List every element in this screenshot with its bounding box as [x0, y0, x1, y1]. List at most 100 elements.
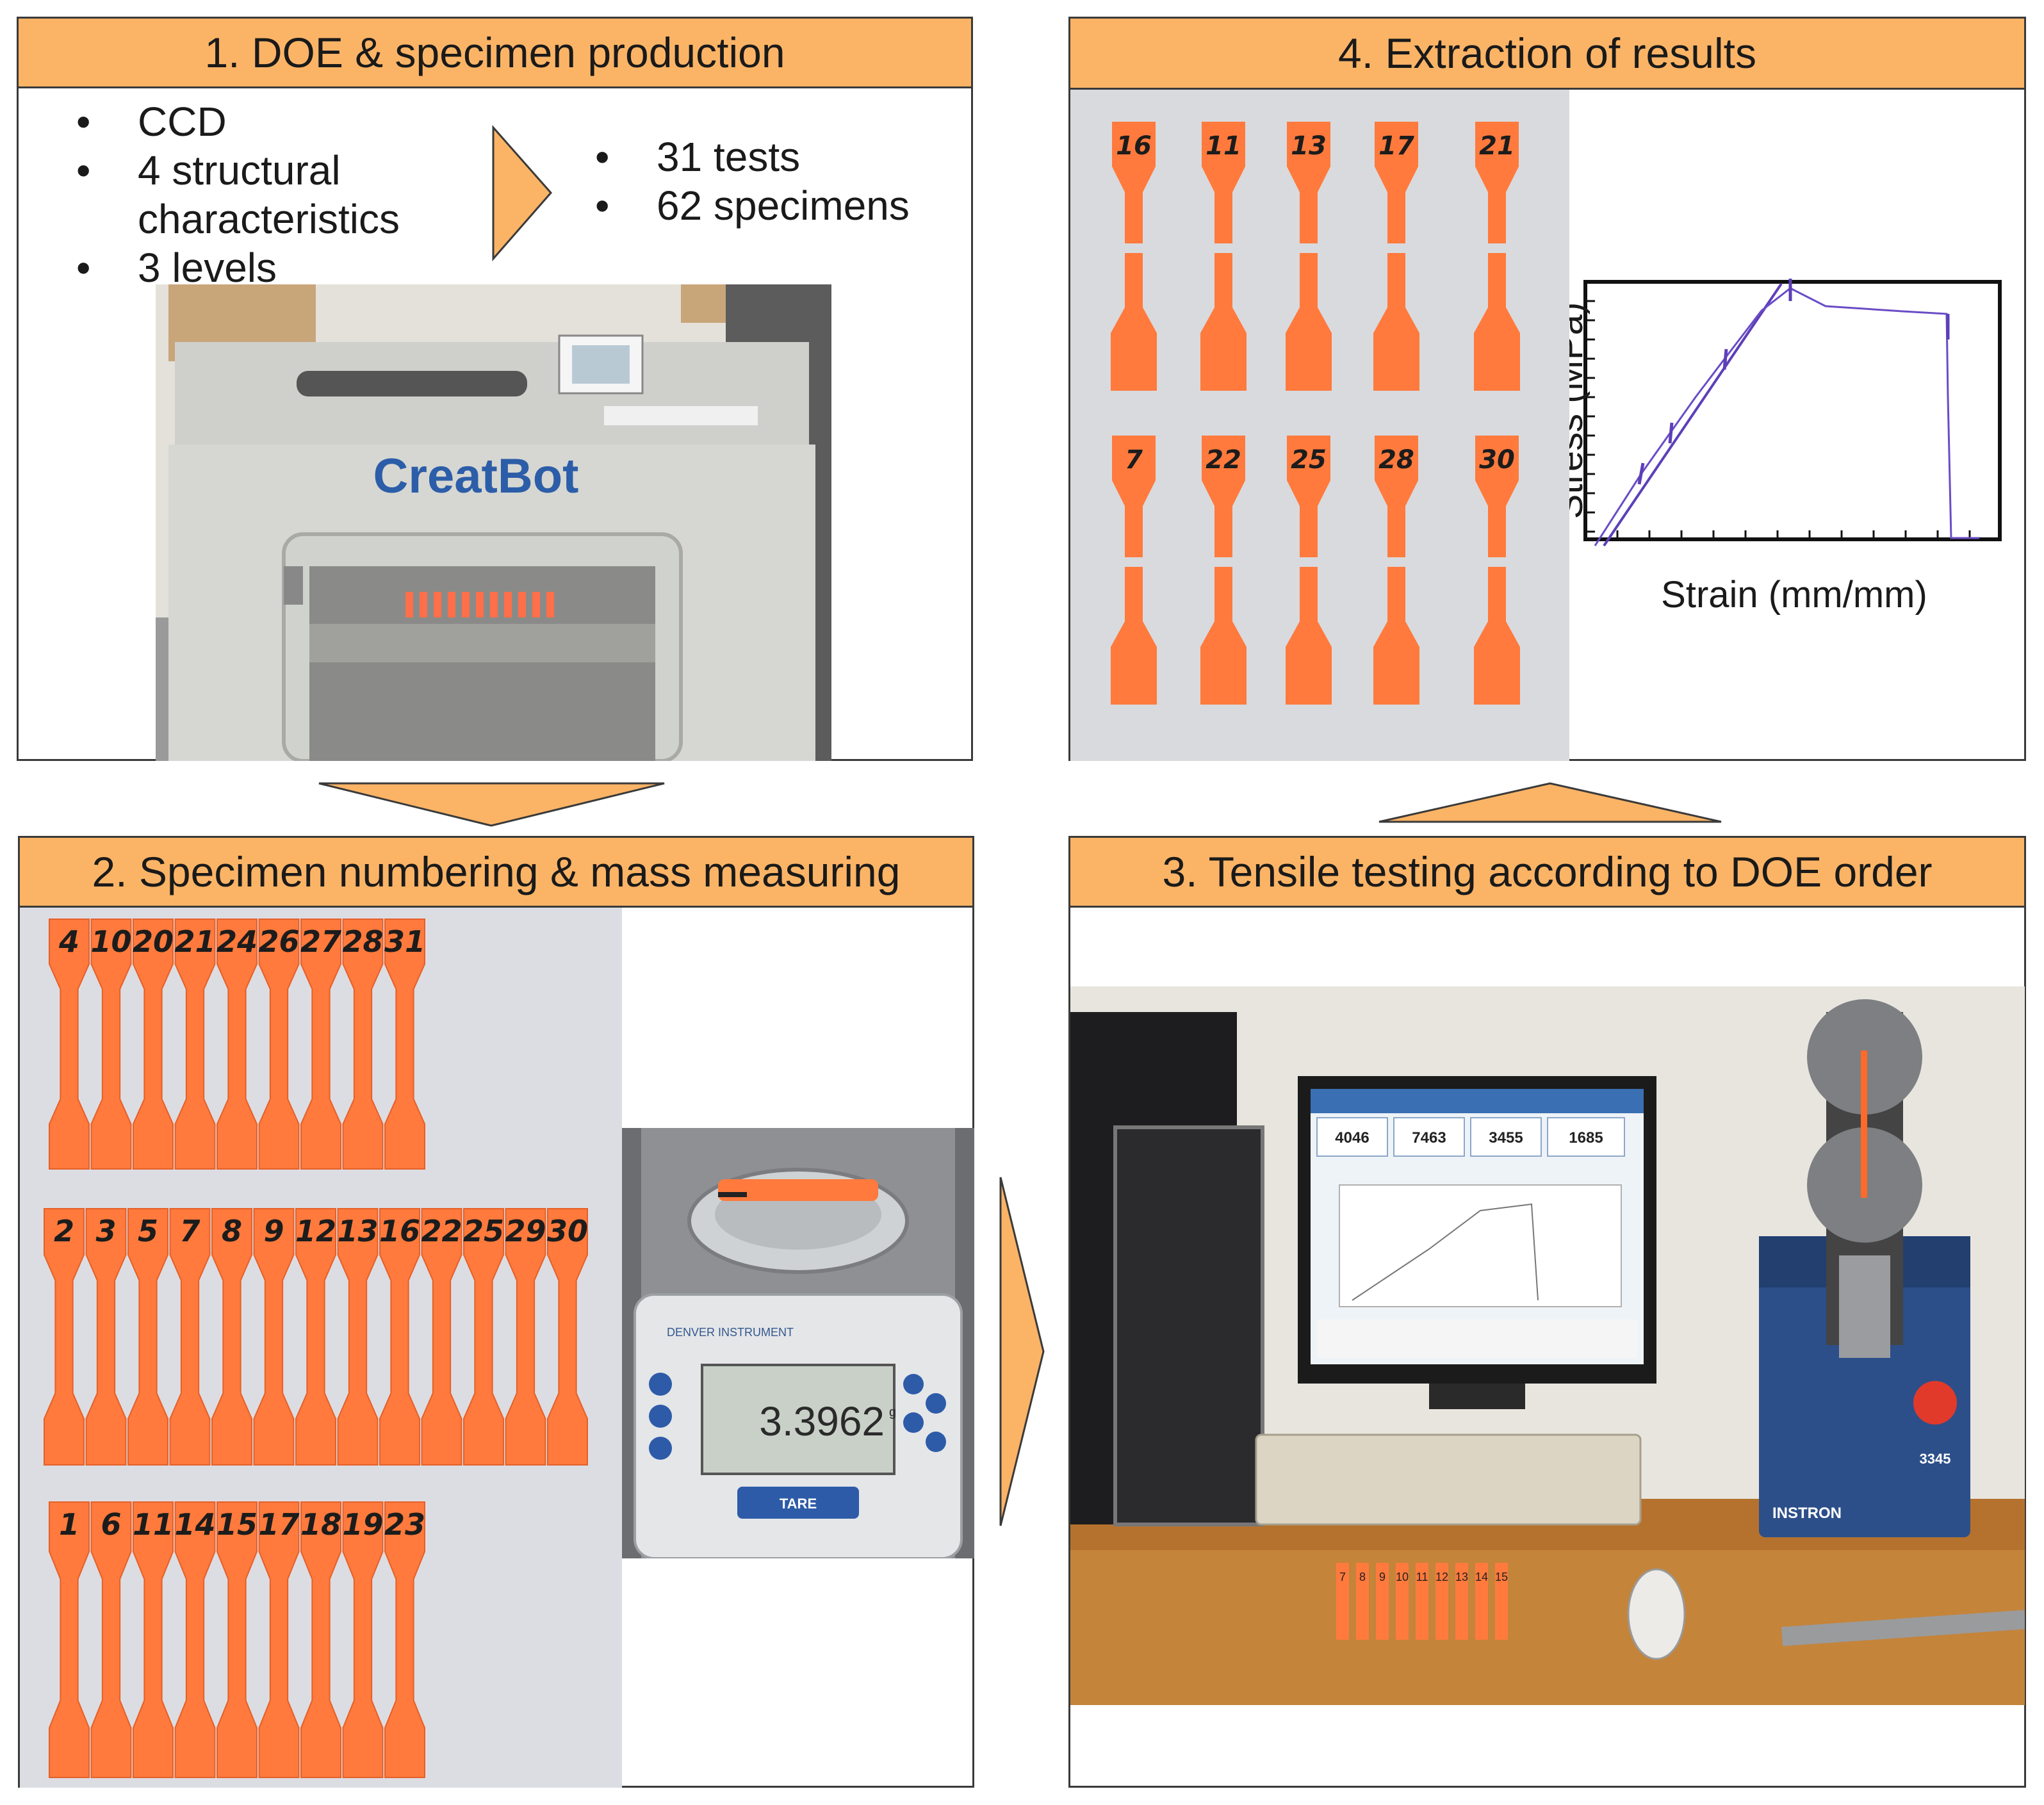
doe-bullet-list: •CCD •4 structural characteristics •3 le… — [76, 97, 473, 292]
specimen-number-label: 28 — [342, 924, 384, 959]
panel-2-title: 2. Specimen numbering & mass measuring — [20, 838, 972, 908]
specimen — [547, 1208, 588, 1466]
specimen — [337, 1208, 379, 1466]
specimen-number-label: 21 — [174, 924, 216, 959]
tester-readout: 3455 — [1489, 1129, 1523, 1147]
balance-photo: DENVER INSTRUMENT 3.3962 g TARE — [622, 1128, 974, 1558]
specimen — [505, 1208, 546, 1466]
balance-unit: g — [889, 1405, 896, 1419]
specimen-number-label: 17 — [1378, 131, 1414, 161]
specimen — [300, 919, 341, 1170]
specimen-number-label: 8 — [221, 1214, 243, 1248]
specimen — [217, 919, 258, 1170]
tare-button: TARE — [780, 1496, 817, 1512]
specimen-number-label: 18 — [300, 1507, 342, 1542]
specimen-number-label: 13 — [1291, 131, 1327, 161]
broken-specimen-upper — [1287, 436, 1330, 557]
desk-specimen — [1336, 1563, 1349, 1640]
specimen-number-label: 29 — [505, 1214, 546, 1248]
desk-specimen — [1376, 1563, 1389, 1640]
desk-specimen — [1435, 1563, 1448, 1640]
specimen — [49, 1501, 90, 1778]
broken-specimen-upper — [1112, 122, 1156, 243]
specimen — [384, 1501, 425, 1778]
down-arrow — [318, 782, 665, 827]
broken-specimen-lower — [1200, 567, 1247, 705]
specimen — [258, 919, 300, 1170]
panel-doe: 1. DOE & specimen production •CCD •4 str… — [17, 17, 973, 761]
curve-2 — [1594, 287, 1979, 546]
specimen-number-label: 30 — [1479, 445, 1515, 475]
broken-specimen-lower — [1474, 253, 1520, 391]
specimen — [300, 1501, 341, 1778]
panel-4-title: 4. Extraction of results — [1070, 19, 2024, 90]
broken-specimen-upper — [1475, 436, 1519, 557]
chart-xlabel: Strain (mm/mm) — [1661, 574, 1927, 616]
right-arrow — [999, 1177, 1045, 1526]
desk-specimen-number: 9 — [1379, 1571, 1386, 1583]
broken-specimen-upper — [1112, 436, 1156, 557]
curve-1 — [1603, 282, 1783, 547]
specimen — [342, 919, 384, 1170]
specimen — [463, 1208, 504, 1466]
plot-frame — [1583, 280, 2002, 541]
specimen-number-label: 25 — [462, 1214, 505, 1248]
specimen-number-label: 30 — [546, 1214, 589, 1248]
specimen — [379, 1208, 420, 1466]
specimen — [253, 1208, 295, 1466]
specimen-number-label: 23 — [384, 1507, 426, 1542]
broken-specimen-upper — [1375, 122, 1418, 243]
broken-specimen-upper — [1375, 436, 1418, 557]
specimen-number-label: 21 — [1479, 131, 1515, 161]
broken-specimen-lower — [1474, 567, 1520, 705]
printer-brand-logo: CreatBot — [373, 449, 579, 503]
specimen-number-label: 1 — [58, 1507, 80, 1542]
specimen-number-label: 5 — [137, 1214, 159, 1248]
specimen — [342, 1501, 384, 1778]
specimen — [90, 1501, 132, 1778]
specimen-number-label: 11 — [132, 1507, 174, 1542]
broken-specimen-lower — [1286, 567, 1332, 705]
specimen — [174, 919, 216, 1170]
desk-specimen-number: 14 — [1475, 1571, 1488, 1583]
broken-specimen-lower — [1286, 253, 1332, 391]
tensile-setup-photo: 4046 7463 3455 1685 3345 INSTRON — [1070, 986, 2025, 1705]
tester-model: 3345 — [1920, 1451, 1951, 1467]
bullet-item: •3 levels — [76, 245, 277, 291]
broken-specimen-upper — [1287, 122, 1330, 243]
balance-reading: 3.3962 — [759, 1398, 885, 1444]
printer-photo: CreatBot — [156, 284, 831, 761]
broken-specimen-lower — [1111, 253, 1157, 391]
specimen-number-label: 4 — [58, 924, 80, 959]
specimen-number-label: 13 — [337, 1214, 379, 1248]
desk-specimen-number: 8 — [1359, 1571, 1366, 1583]
specimen-number-label: 7 — [179, 1214, 200, 1248]
specimen-number-label: 31 — [384, 924, 426, 959]
bullet-item: •4 structural characteristics — [76, 147, 400, 242]
specimen — [295, 1208, 336, 1466]
broken-specimen-lower — [1373, 253, 1419, 391]
specimen-number-label: 16 — [1116, 131, 1152, 161]
desk-specimen — [1416, 1563, 1428, 1640]
tester-readout: 4046 — [1335, 1129, 1369, 1147]
specimen — [133, 919, 174, 1170]
specimen — [90, 919, 132, 1170]
bullet-item: •31 tests — [595, 134, 801, 180]
broken-specimen-upper — [1475, 122, 1519, 243]
broken-specimen-lower — [1373, 567, 1419, 705]
specimen-number-label: 9 — [263, 1214, 284, 1248]
specimen-number-label: 26 — [258, 924, 300, 959]
specimen — [169, 1208, 211, 1466]
panel-numbering: 2. Specimen numbering & mass measuring 4… — [18, 836, 974, 1788]
specimen-number-label: 10 — [90, 924, 132, 959]
panel-tensile: 3. Tensile testing according to DOE orde… — [1068, 836, 2026, 1788]
doe-right-arrow — [492, 125, 552, 261]
specimen — [384, 919, 425, 1170]
tests-bullet-list: •31 tests •62 specimens — [595, 133, 954, 230]
specimen-number-label: 27 — [300, 924, 342, 959]
desk-specimen-number: 11 — [1416, 1571, 1428, 1583]
desk-specimen-number: 10 — [1396, 1571, 1409, 1583]
